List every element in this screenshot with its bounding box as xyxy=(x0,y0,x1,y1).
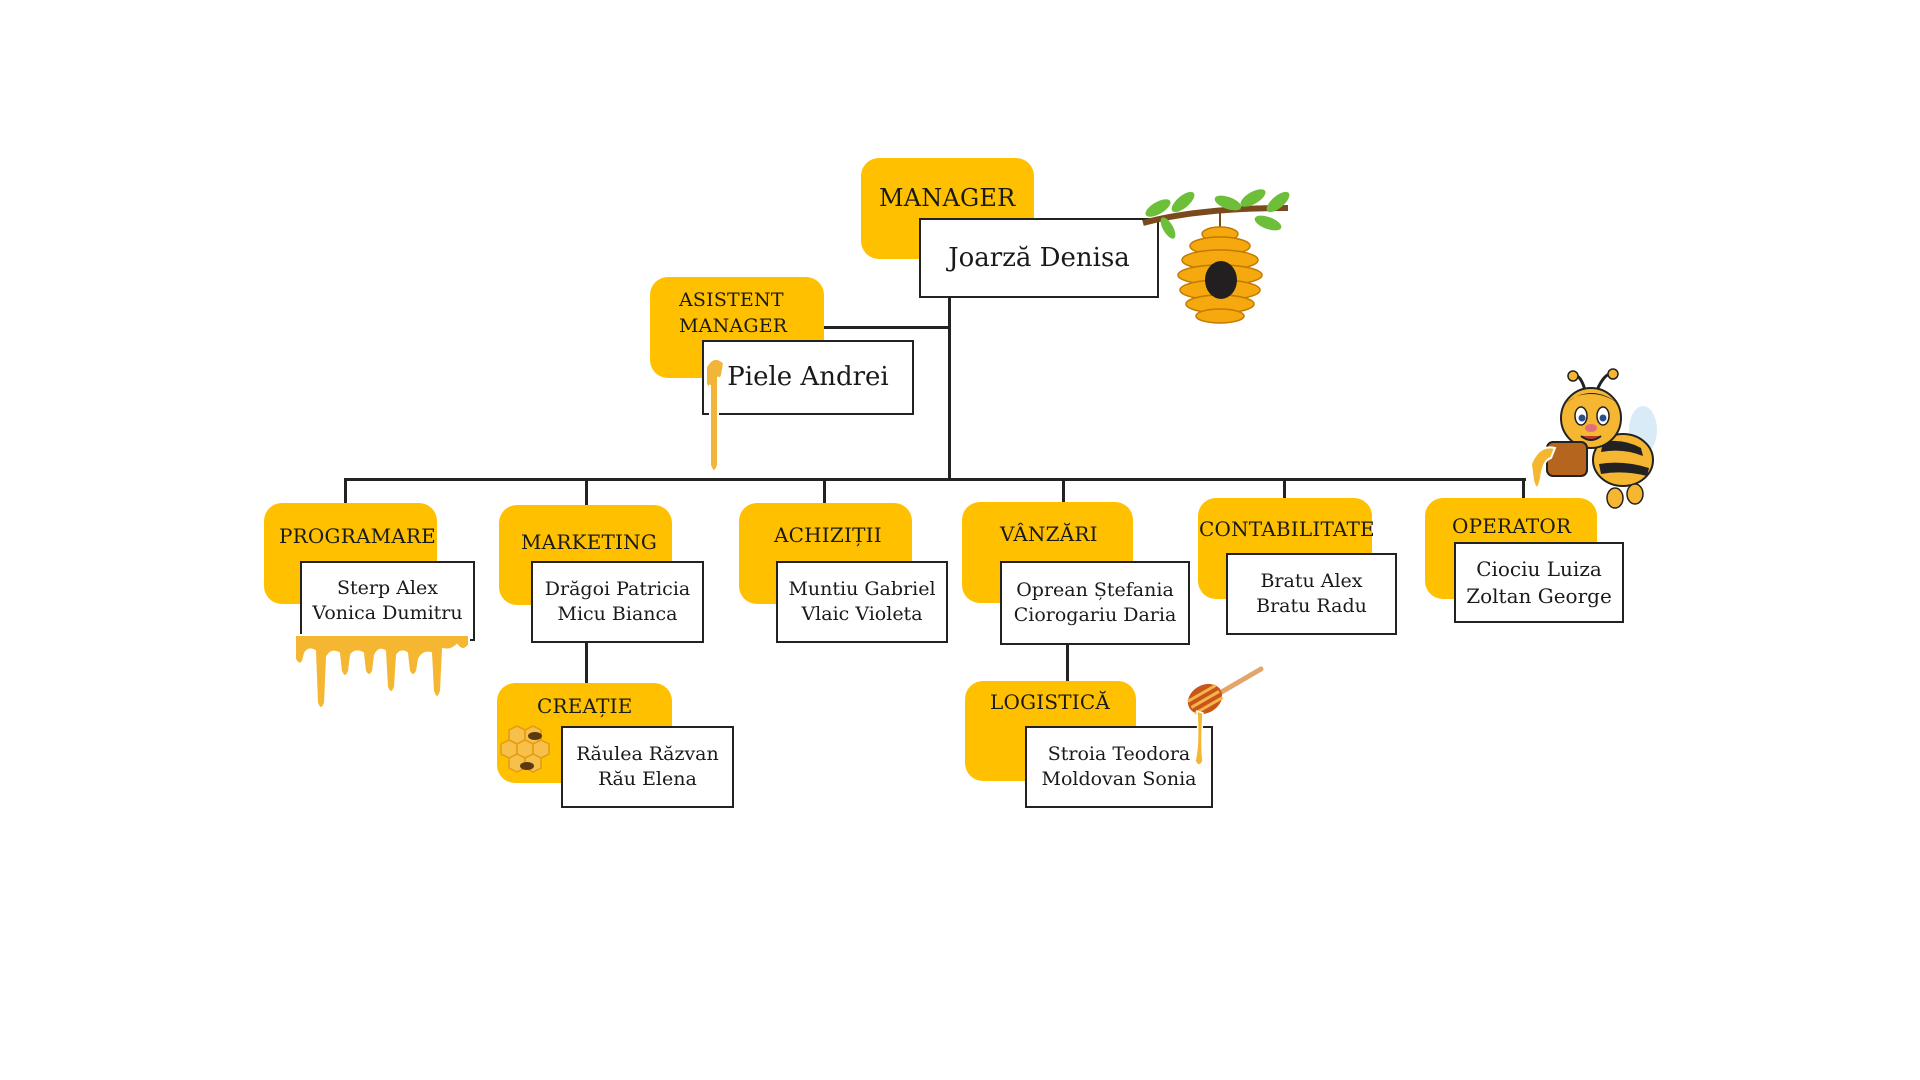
member-name: Muntiu Gabriel xyxy=(788,578,936,600)
dept-vanzari-members[interactable]: Oprean Ștefania Ciorogariu Daria xyxy=(1000,561,1190,645)
honeycomb-bees-icon xyxy=(500,725,550,773)
dept-operator-title: OPERATOR xyxy=(1452,514,1572,538)
assistant-name-box[interactable]: Piele Andrei xyxy=(702,340,914,415)
connector-manager-down xyxy=(948,298,951,481)
member-name: Zoltan George xyxy=(1466,583,1612,608)
dept-marketing-title: MARKETING xyxy=(521,530,658,554)
member-name: Răulea Răzvan xyxy=(576,743,719,765)
member-name: Oprean Ștefania xyxy=(1016,579,1174,601)
connector-operator xyxy=(1522,478,1525,502)
member-name: Drăgoi Patricia xyxy=(544,578,691,600)
dept-marketing-members[interactable]: Drăgoi Patricia Micu Bianca xyxy=(531,561,704,643)
connector-creatie xyxy=(585,641,588,686)
assistant-title-line1: ASISTENT xyxy=(679,289,784,311)
assistant-name: Piele Andrei xyxy=(727,362,889,392)
dept-contabilitate-members[interactable]: Bratu Alex Bratu Radu xyxy=(1226,553,1397,635)
assistant-title: ASISTENT MANAGER xyxy=(679,287,787,339)
member-name: Stroia Teodora xyxy=(1047,743,1191,765)
dept-achizitii-title: ACHIZIȚII xyxy=(774,523,882,547)
honey-dipper-icon xyxy=(1187,666,1264,766)
member-name: Rău Elena xyxy=(598,768,697,790)
manager-name: Joarză Denisa xyxy=(948,242,1130,273)
member-name: Micu Bianca xyxy=(557,603,678,625)
dept-achizitii-members[interactable]: Muntiu Gabriel Vlaic Violeta xyxy=(776,561,948,643)
member-name: Moldovan Sonia xyxy=(1041,768,1197,790)
connector-assistant xyxy=(820,326,950,329)
dept-vanzari-title: VÂNZĂRI xyxy=(1000,522,1098,546)
member-name: Vlaic Violeta xyxy=(801,603,923,625)
dept-operator-members[interactable]: Ciociu Luiza Zoltan George xyxy=(1454,542,1624,623)
dept-logistica-members[interactable]: Stroia Teodora Moldovan Sonia xyxy=(1025,726,1213,808)
dept-creatie-members[interactable]: Răulea Răzvan Rău Elena xyxy=(561,726,734,808)
dept-creatie-title: CREAȚIE xyxy=(537,694,633,718)
member-name: Bratu Alex xyxy=(1260,570,1363,592)
connector-marketing xyxy=(585,478,588,506)
connector-departments-bus xyxy=(344,478,1526,481)
member-name: Sterp Alex xyxy=(337,577,438,599)
connector-contabilitate xyxy=(1283,478,1286,502)
beehive-icon xyxy=(1142,189,1290,324)
honey-drip-icon xyxy=(705,357,726,472)
connector-programare xyxy=(344,478,347,506)
member-name: Bratu Radu xyxy=(1256,595,1367,617)
manager-title: MANAGER xyxy=(879,184,1016,212)
connector-vanzari xyxy=(1062,478,1065,504)
member-name: Ciorogariu Daria xyxy=(1013,604,1177,626)
connector-logistica xyxy=(1066,644,1069,684)
assistant-title-line2: MANAGER xyxy=(679,315,788,337)
dept-logistica-title: LOGISTICĂ xyxy=(990,690,1111,714)
member-name: Vonica Dumitru xyxy=(312,602,463,624)
manager-name-box[interactable]: Joarză Denisa xyxy=(919,218,1159,298)
dept-programare-title: PROGRAMARE xyxy=(279,524,436,548)
honey-drip-icon xyxy=(294,634,470,709)
member-name: Ciociu Luiza xyxy=(1476,556,1602,581)
bee-mascot-icon xyxy=(1529,368,1657,509)
dept-contabilitate-title: CONTABILITATE xyxy=(1199,517,1375,541)
connector-achizitii xyxy=(823,478,826,506)
dept-programare-members[interactable]: Sterp Alex Vonica Dumitru xyxy=(300,561,475,641)
